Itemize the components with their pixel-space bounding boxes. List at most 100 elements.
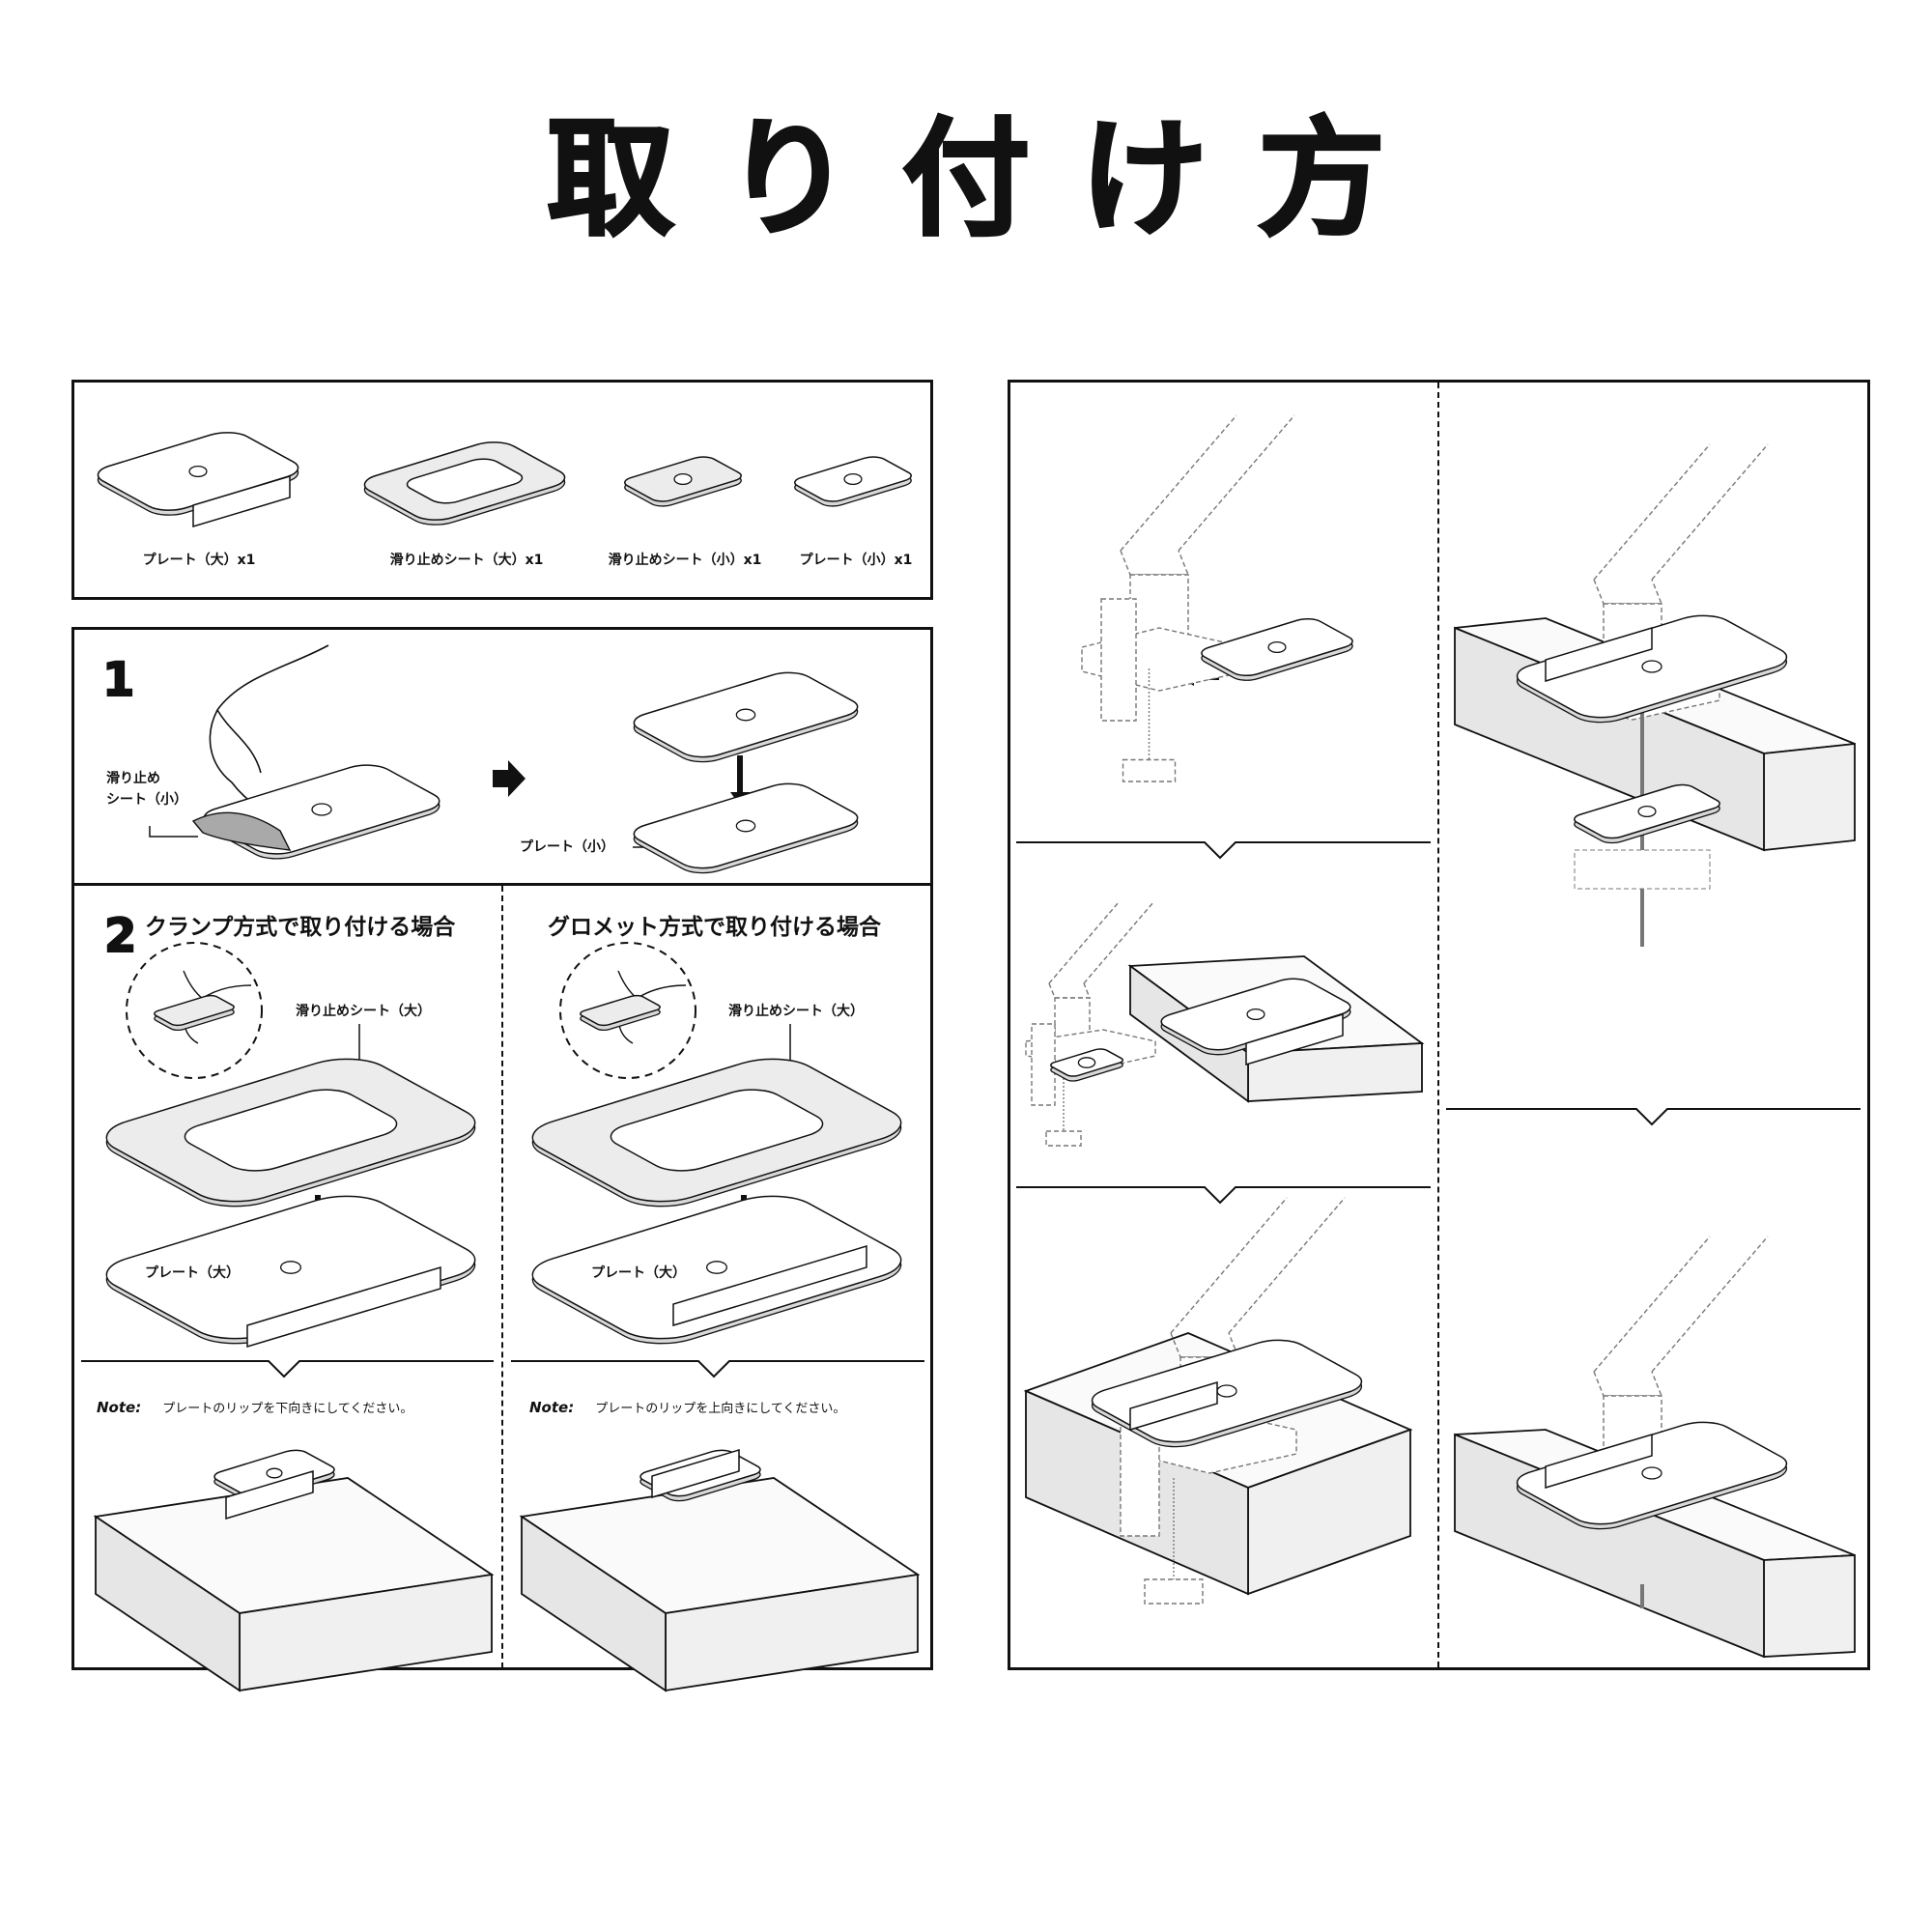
plate-large [88,428,309,528]
plate-large [209,1448,340,1520]
desk-clamp [1100,598,1177,782]
part-label-plate-small: プレート（小）x1 [799,553,913,568]
plate-top [151,994,237,1027]
step-1-plate-label: プレート（小） [520,839,614,855]
plate-lip [225,1469,314,1520]
installation-column-divider [1437,383,1439,1667]
separator-notch [81,1360,494,1378]
detail-circle [126,942,263,1079]
desk-side [95,1515,241,1692]
sheet-cutout [172,1084,411,1176]
plate-lip [1545,1433,1653,1490]
clamp-pad [1122,758,1177,782]
parts-panel [71,380,933,600]
screw-hole [1641,660,1662,673]
plate-large [635,1448,766,1503]
plate-large [1505,1417,1799,1534]
note-label: Note: [97,1399,142,1416]
sheet-label-line1: 滑り止め [106,771,160,786]
screw-hole [188,465,208,478]
arm-segment [1593,1236,1769,1397]
screw-hole [706,1261,728,1274]
monitor-arm [1025,901,1156,1068]
plate-lip [1545,626,1653,683]
desk [519,1477,921,1692]
plates [88,428,1799,1534]
desk [93,1477,495,1692]
leader-line [149,826,198,838]
step-1-number: 1 [101,653,135,707]
grommet-note: Note: プレートのリップを上向きにしてください。 [529,1398,845,1416]
screw-hole [735,708,756,722]
note-text: プレートのリップを下向きにしてください。 [162,1402,413,1416]
grommet-sheet-label: 滑り止めシート（大） [728,1004,864,1019]
plate-large [1505,611,1799,727]
sheet-detail [151,994,237,1032]
screw-hole [266,1467,283,1479]
plate-lip [651,1448,740,1499]
page-title: 取り付け方 [546,105,1435,254]
screw-hole [1216,1384,1237,1398]
sheet-small [619,455,747,509]
desk-front [1763,742,1856,852]
clamp-pad [1144,1578,1204,1605]
screw-hole [735,819,756,833]
separator-notch [1016,841,1431,860]
clamp-pad [1045,1130,1082,1147]
separator-notch [1446,1108,1861,1126]
arm-segment [1120,414,1295,576]
plate-small [1195,616,1359,683]
sheet-large [514,1051,920,1214]
sheet-large [355,438,576,528]
plate-lip [672,1244,867,1327]
screw-hole [1641,1466,1662,1480]
step-divider [71,883,933,886]
clamp-heading: クランプ方式で取り付ける場合 [145,915,456,940]
plate-small [1569,782,1725,845]
arm-segment [1593,443,1769,605]
plate-small [1047,1048,1125,1083]
arm-base [1025,1029,1156,1068]
grommet-heading: グロメット方式で取り付ける場合 [548,915,881,940]
sheet-label-line2: シート（小） [106,792,187,808]
sheet-cutout [598,1084,837,1176]
plate-large [514,1188,920,1351]
screw-hole [1637,805,1657,818]
arm-pole [1054,997,1091,1039]
clamp-plate-label: プレート（大） [145,1265,240,1281]
plate-small-top [624,668,867,766]
grommet-bracket [1574,849,1711,890]
sheet-large [88,1051,494,1214]
screw-hole [1267,640,1287,654]
screw-hole [1246,1008,1265,1021]
screw-hole [279,1261,301,1274]
method-divider [501,886,503,1668]
plate-large [1153,976,1359,1066]
desk-side [521,1515,667,1692]
plate-small-with-sheet [193,761,449,864]
note-text: プレートのリップを上向きにしてください。 [595,1402,846,1416]
step-1-sheet-label: 滑り止め シート（小） [106,768,187,810]
plate-large [1080,1335,1374,1452]
note-label: Note: [529,1399,575,1416]
desk-front [1763,1554,1856,1658]
part-label-sheet-small: 滑り止めシート（小）x1 [608,553,762,568]
part-label-plate-large: プレート（大）x1 [142,553,256,568]
screw-hole [1077,1057,1096,1068]
separator-notch [1016,1186,1431,1205]
plate-lip [246,1265,441,1349]
detail-circle [559,942,696,1079]
plate-lip [192,474,291,528]
arrow-down-icon [730,755,750,806]
plate-top [577,994,663,1027]
screw-hole [311,803,332,816]
plate-lip [1245,1012,1344,1066]
peeling-sheet [191,811,292,851]
clamp-note: Note: プレートのリップを下向きにしてください。 [97,1398,412,1416]
step-2-number: 2 [103,909,137,963]
plate-large [88,1188,494,1349]
installation-panel [1008,380,1870,1670]
plate-small-bottom [624,780,867,877]
separator-notch [511,1360,924,1378]
